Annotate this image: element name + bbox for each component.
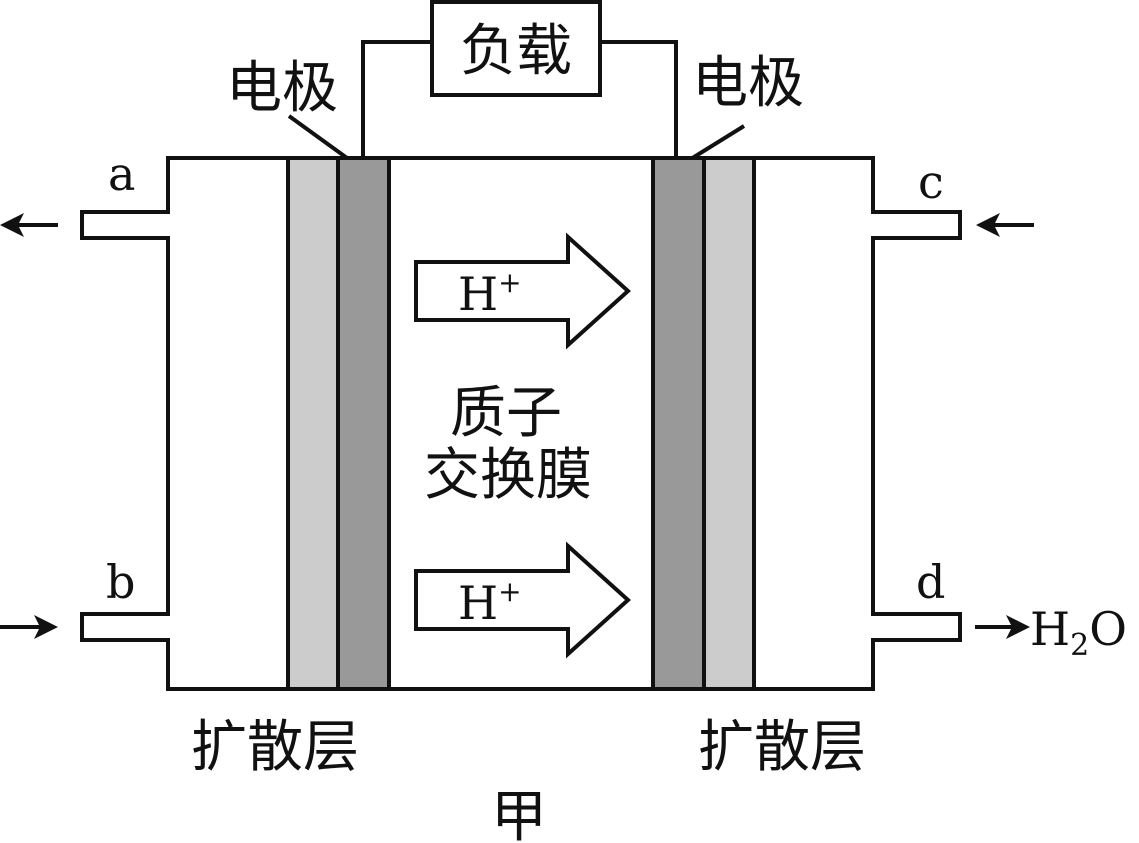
- electrode-right-label: 电极: [692, 51, 804, 116]
- port-c-pipe: [873, 210, 962, 240]
- left-electrode: [336, 156, 391, 691]
- arrow-in-b: [0, 615, 58, 639]
- left-diffusion-layer: [286, 156, 340, 691]
- port-a-label: a: [108, 147, 135, 201]
- port-b-pipe: [80, 612, 168, 642]
- arrow-in-c: [976, 213, 1034, 237]
- left-wire: [361, 40, 432, 158]
- membrane-label-line2: 交换膜: [424, 443, 592, 508]
- diffusion-left-label: 扩散层: [191, 715, 359, 780]
- arrow-out-d: [975, 615, 1030, 639]
- electrode-left-label: 电极: [226, 56, 338, 121]
- port-d-label: d: [916, 555, 945, 609]
- load-box: [430, 0, 602, 97]
- right-diffusion-layer: [702, 156, 756, 691]
- water-label: H2O: [1030, 602, 1127, 663]
- right-electrode: [651, 156, 706, 691]
- port-d-pipe: [873, 612, 962, 642]
- electrode-left-leader: [287, 114, 349, 160]
- proton-arrow-bottom: [414, 541, 631, 659]
- arrow-out-a: [0, 213, 58, 237]
- proton-label-top: H+: [458, 266, 522, 321]
- figure-caption: 甲: [491, 785, 547, 843]
- load-label: 负载: [460, 19, 572, 84]
- port-a-pipe: [80, 210, 168, 240]
- right-wire: [600, 40, 678, 158]
- diffusion-right-label: 扩散层: [698, 715, 866, 780]
- port-c-label: c: [918, 155, 944, 209]
- port-b-label: b: [106, 555, 135, 609]
- proton-arrow-top: [414, 232, 631, 350]
- membrane-label-line1: 质子: [450, 381, 562, 446]
- proton-label-bottom: H+: [458, 575, 522, 630]
